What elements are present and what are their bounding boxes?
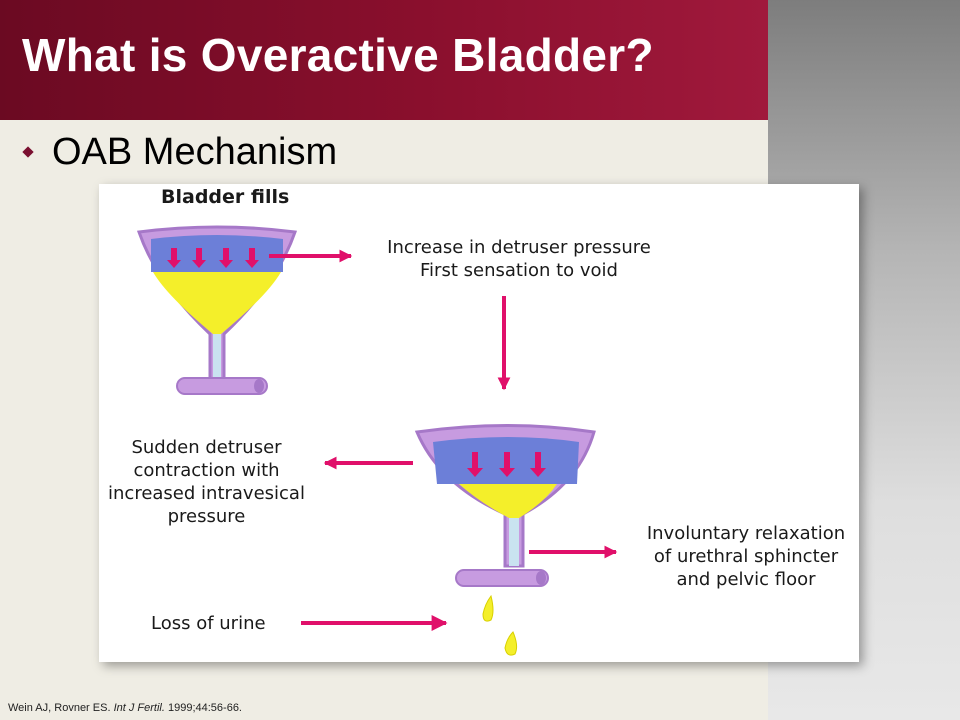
step2-line1: Sudden detruser xyxy=(131,437,282,458)
step1-line1: Increase in detruser pressure xyxy=(387,237,651,258)
title-band: What is Overactive Bladder? xyxy=(0,0,768,120)
urine-drops xyxy=(482,594,518,656)
bladder-contracting-illustration xyxy=(414,424,596,587)
citation: Wein AJ, Rovner ES. Int J Fertil. 1999;4… xyxy=(8,702,242,714)
step4-label: Loss of urine xyxy=(151,613,266,634)
flow-arrows xyxy=(269,249,618,631)
bullet-text: OAB Mechanism xyxy=(52,130,338,173)
citation-journal: Int J Fertil. xyxy=(113,702,165,714)
step1-label: Increase in detruser pressure First sens… xyxy=(375,236,663,282)
bullet-item: OAB Mechanism xyxy=(22,130,338,173)
citation-authors: Wein AJ, Rovner ES. xyxy=(8,702,111,714)
step2-line4: pressure xyxy=(167,506,246,527)
diamond-bullet-icon xyxy=(22,146,34,158)
step3-line1: Involuntary relaxation xyxy=(646,523,846,544)
slide-title: What is Overactive Bladder? xyxy=(22,29,654,81)
bladder-filling-illustration xyxy=(136,225,298,395)
step1-line2: First sensation to void xyxy=(420,260,618,281)
step2-line3: increased intravesical xyxy=(108,483,305,504)
step2-label: Sudden detruser contraction with increas… xyxy=(99,436,314,528)
heading-bladder-fills: Bladder fills xyxy=(161,186,290,208)
oab-mechanism-figure: Bladder fills Increase in detruser press… xyxy=(99,184,859,662)
citation-details: 1999;44:56-66. xyxy=(167,702,242,714)
step3-line2: of urethral sphincter xyxy=(653,546,839,567)
step3-line3: and pelvic floor xyxy=(676,569,816,590)
step3-label: Involuntary relaxation of urethral sphin… xyxy=(633,522,859,591)
step2-line2: contraction with xyxy=(133,460,280,481)
diagram-illustration xyxy=(136,225,618,656)
